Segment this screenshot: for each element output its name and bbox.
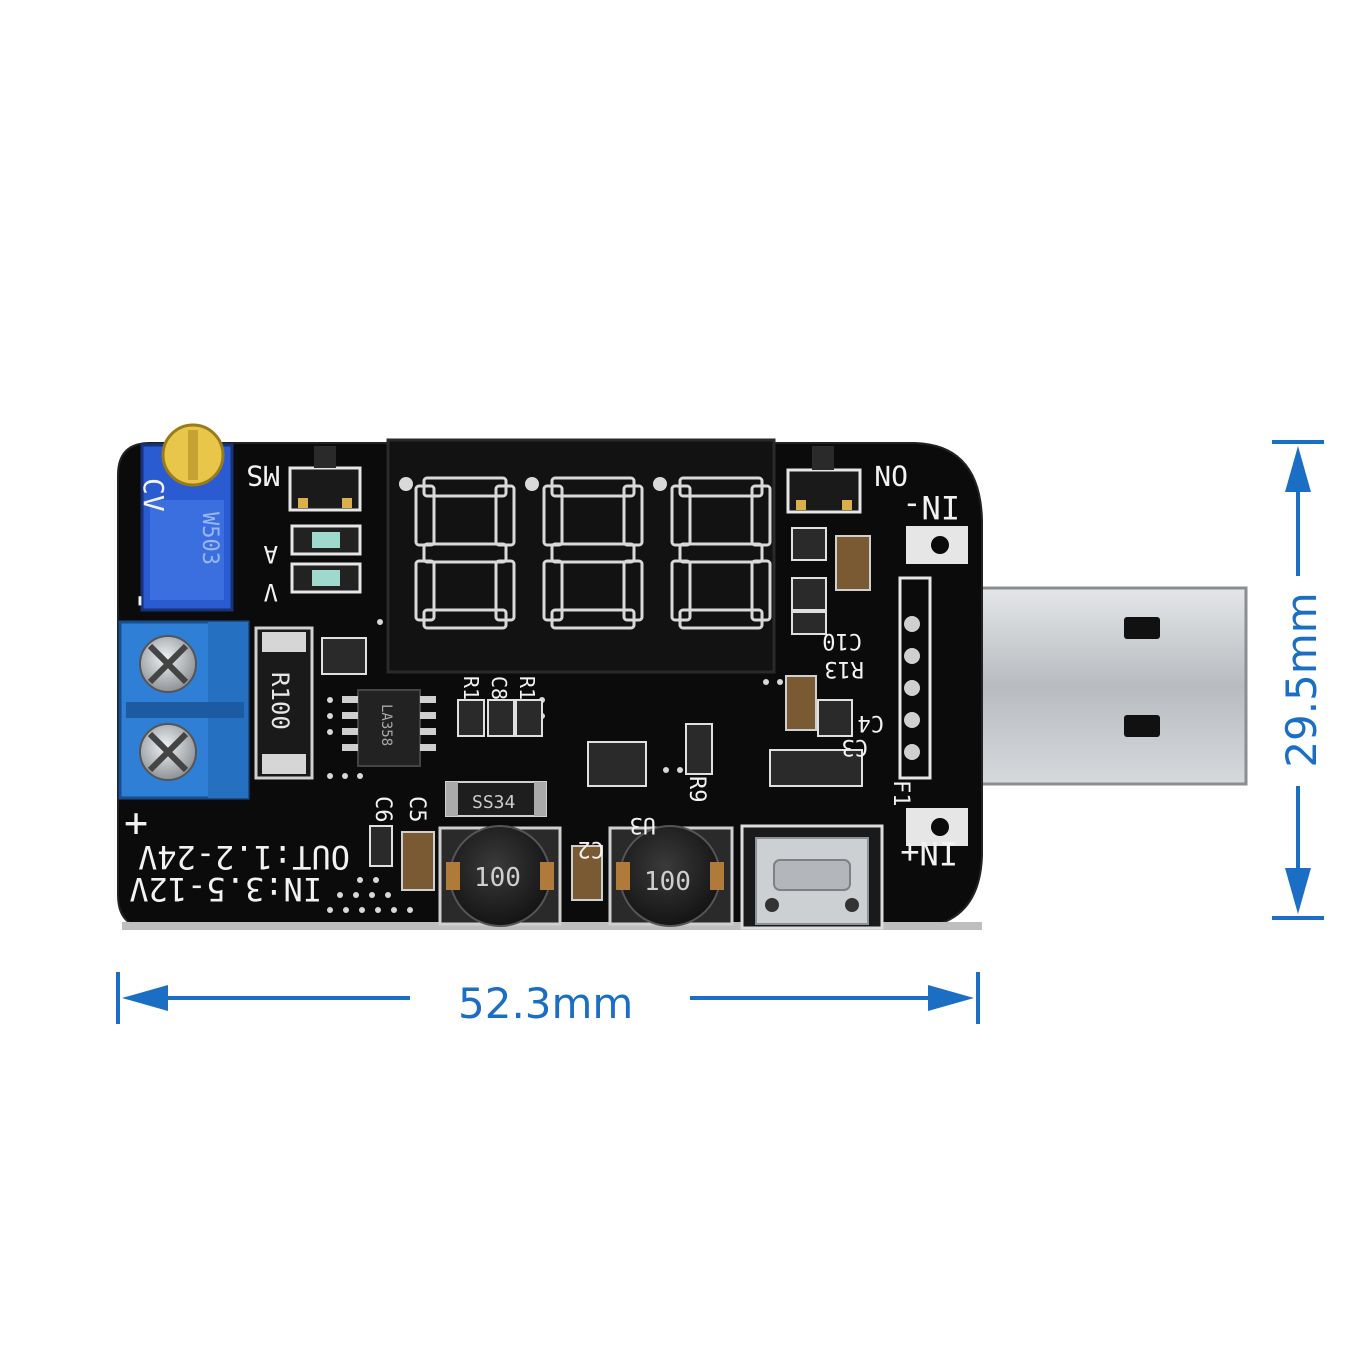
display-segment [414, 484, 436, 547]
push-button-on [786, 446, 862, 514]
inductor-1-label: 100 [474, 863, 521, 893]
pads [898, 526, 968, 846]
display-segment [678, 542, 764, 564]
on-text: ON [874, 459, 908, 492]
width-dimension-label: 52.3mm [458, 979, 634, 1028]
label-c8: C8 [487, 676, 511, 700]
display-segment [550, 542, 636, 564]
display-segment [750, 559, 772, 622]
silkscreen: OUT:1.2-24V IN:3.5-12V IN- IN+ MS ON CV … [121, 459, 960, 908]
cv-text: CV [137, 478, 170, 512]
label-r1-a: R1 [459, 676, 483, 700]
label-c10: C10 [822, 628, 862, 653]
in-range-text: IN:3.5-12V [129, 870, 322, 908]
plus-text: + [124, 800, 148, 846]
label-c6: C6 [370, 796, 395, 823]
out-range-text: OUT:1.2-24V [138, 838, 350, 876]
display-segment [622, 559, 644, 622]
pcb-board: W503 [117, 423, 983, 930]
label-r1-b: R1 [515, 676, 539, 700]
led-indicators [290, 524, 362, 594]
ic-chip: LA358 [342, 689, 436, 767]
width-dimension [116, 972, 980, 1024]
diode-label: SS34 [472, 792, 515, 813]
smd-components [321, 527, 863, 867]
display-segment [414, 559, 436, 622]
minus-text: - [121, 590, 162, 612]
display-segment [422, 542, 508, 564]
display-segment [494, 484, 516, 547]
height-dimension-label: 29.5mm [1277, 592, 1326, 768]
label-c3: C3 [842, 734, 869, 759]
ic-label: LA358 [378, 704, 394, 746]
label-r13: R13 [824, 656, 864, 681]
display-segment [670, 484, 692, 547]
potentiometer: W503 [140, 423, 234, 612]
ms-text: MS [246, 459, 280, 492]
inductor-1: 100 [438, 825, 562, 927]
display-segment [622, 484, 644, 547]
label-f1: F1 [888, 780, 913, 807]
inductor-2: 100 [608, 825, 734, 927]
label-c5: C5 [404, 796, 429, 823]
schottky-diode: SS34 [445, 781, 547, 817]
label-u3: U3 [630, 812, 657, 837]
label-r9: R9 [684, 776, 709, 803]
label-c4: C4 [858, 710, 885, 735]
led-v-text: V [264, 578, 278, 606]
seven-segment-display [386, 438, 776, 674]
shunt-resistor: R100 [254, 626, 314, 780]
pot-label: W503 [197, 512, 222, 565]
height-dimension [1272, 440, 1324, 920]
terminal-block [118, 620, 250, 800]
shunt-label: R100 [266, 672, 294, 730]
label-c2: C2 [578, 836, 605, 861]
in-minus-text: IN- [902, 488, 960, 526]
micro-usb-port [740, 824, 884, 930]
inductor-2-label: 100 [644, 867, 691, 897]
push-button-ms [288, 446, 362, 512]
display-segment [542, 559, 564, 622]
in-plus-text: IN+ [900, 834, 958, 872]
led-a-text: A [263, 540, 278, 568]
capacitors [401, 535, 871, 901]
display-segment [750, 484, 772, 547]
display-segment [542, 484, 564, 547]
display-segment [670, 559, 692, 622]
display-segment [494, 559, 516, 622]
